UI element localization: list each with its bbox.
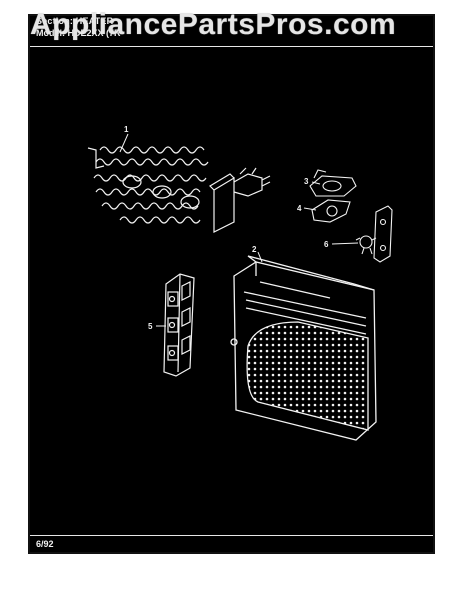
callout-6: 6 <box>324 240 359 249</box>
footer-divider <box>30 535 433 536</box>
section-label: Section: HEATER <box>36 16 114 26</box>
heater-duct <box>230 255 377 441</box>
thermal-fuse <box>355 235 377 255</box>
header-divider <box>30 46 433 47</box>
callout-label-4: 4 <box>297 204 302 213</box>
watermark-logo: AppliancePartsPros.com <box>30 8 397 41</box>
thermostat-bracket <box>309 169 357 197</box>
model-label: Model: HDE2XX (7R <box>36 28 121 38</box>
callout-4: 4 <box>297 204 317 213</box>
heater-element <box>87 146 271 233</box>
thermostat-plate <box>311 199 351 223</box>
callout-label-1: 1 <box>124 125 129 134</box>
revision-date: 6/92 <box>36 539 54 549</box>
callout-5: 5 <box>148 322 166 331</box>
callout-label-2: 2 <box>252 245 257 254</box>
callout-3: 3 <box>304 177 321 186</box>
diagram-frame: Section: HEATER Model: HDE2XX (7R 6/92 <box>28 14 435 554</box>
callout-1: 1 <box>119 125 129 153</box>
callout-label-3: 3 <box>304 177 309 186</box>
callout-2: 2 <box>252 245 263 263</box>
callout-label-5: 5 <box>148 322 153 331</box>
mounting-bracket <box>373 205 393 263</box>
terminal-block <box>163 273 195 377</box>
callout-label-6: 6 <box>324 240 329 249</box>
